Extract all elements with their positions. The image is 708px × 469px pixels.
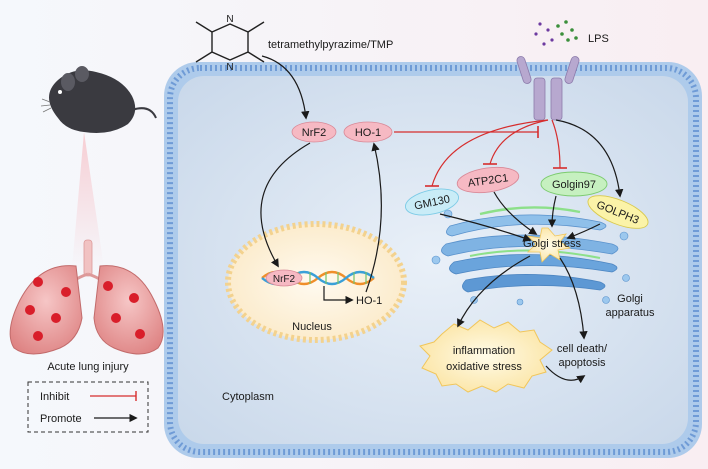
ho1-label: HO-1: [355, 127, 381, 139]
golgi-stress-burst: [526, 227, 572, 263]
pyrazine-n-top: N: [226, 14, 233, 25]
nucleus-ho1-label: HO-1: [356, 295, 382, 307]
lps-label: LPS: [588, 33, 609, 45]
mouse-illustration: [40, 66, 157, 133]
lps-particles: [534, 20, 578, 46]
atp2c1-label: ATP2C1: [467, 172, 509, 190]
cell-death-label-line2: apoptosis: [558, 357, 606, 369]
inflammation-label-line2: oxidative stress: [446, 361, 522, 373]
inhibit-lps-to-gm130: [431, 119, 549, 187]
arrow-golph3-to-stress: [566, 223, 601, 240]
arrow-stress-to-cell-death: [559, 257, 588, 340]
legend-promote-label: Promote: [40, 413, 82, 425]
exposure-cone: [72, 132, 104, 268]
golgi-apparatus-label-line2: apparatus: [606, 307, 655, 319]
inflammation-label-line1: inflammation: [453, 345, 515, 357]
golgi-apparatus-label-line1: Golgi: [617, 293, 643, 305]
nucleus: [225, 221, 407, 343]
cell-death-label-line1: cell death/: [557, 343, 608, 355]
arrow-inflammation-to-cell-death: [545, 365, 586, 384]
legend-inhibit-label: Inhibit: [40, 391, 69, 403]
acute-lung-injury-label: Acute lung injury: [47, 361, 129, 373]
cytoplasm-label: Cytoplasm: [222, 391, 274, 403]
arrow-nucleus-to-ho1: [365, 142, 382, 293]
gm130-pill: [405, 188, 459, 216]
injury-spots: [25, 277, 145, 341]
pyrazine-n-bottom: N: [226, 62, 233, 73]
arrow-atp2c1-to-stress: [493, 191, 538, 235]
golph3-pill: [587, 195, 649, 229]
arrow-golgin97-to-stress: [547, 195, 557, 228]
arrow-gm130-to-stress: [439, 213, 532, 242]
golgi-stress-label: Golgi stress: [523, 238, 582, 250]
inflammation-burst: [419, 319, 553, 393]
nrf2-pill: [291, 121, 337, 143]
nucleus-nrf2-pill: [265, 269, 303, 287]
legend: Inhibit Promote: [27, 381, 149, 433]
inhibit-lps-to-golgin97: [551, 119, 561, 169]
arrow-tmp-to-nrf2: [261, 55, 310, 120]
golgin97-pill: [540, 171, 608, 197]
atp2c1-pill: [456, 166, 520, 194]
golgin97-label: Golgin97: [552, 179, 596, 191]
membrane-heads: [167, 65, 699, 455]
legend-box: [27, 381, 149, 433]
nrf2-label: NrF2: [302, 127, 326, 139]
arrow-stress-to-inflammation: [457, 255, 531, 328]
inhibit-lps-to-atp2c1: [489, 119, 549, 165]
tmp-label: tetramethylpyrazime/TMP: [268, 39, 393, 51]
ho1-pill: [343, 121, 393, 143]
tlr-receptor: [516, 56, 580, 121]
transcription-arrow: [323, 286, 354, 305]
nucleus-label: Nucleus: [292, 321, 332, 333]
golgi-apparatus: [431, 206, 630, 306]
nucleus-nrf2-label: NrF2: [273, 274, 296, 285]
arrow-nrf2-to-nucleus: [260, 142, 311, 268]
lungs-illustration: [9, 239, 164, 355]
tmp-molecule-icon: [195, 21, 265, 63]
arrow-lps-to-golph3: [555, 119, 624, 198]
